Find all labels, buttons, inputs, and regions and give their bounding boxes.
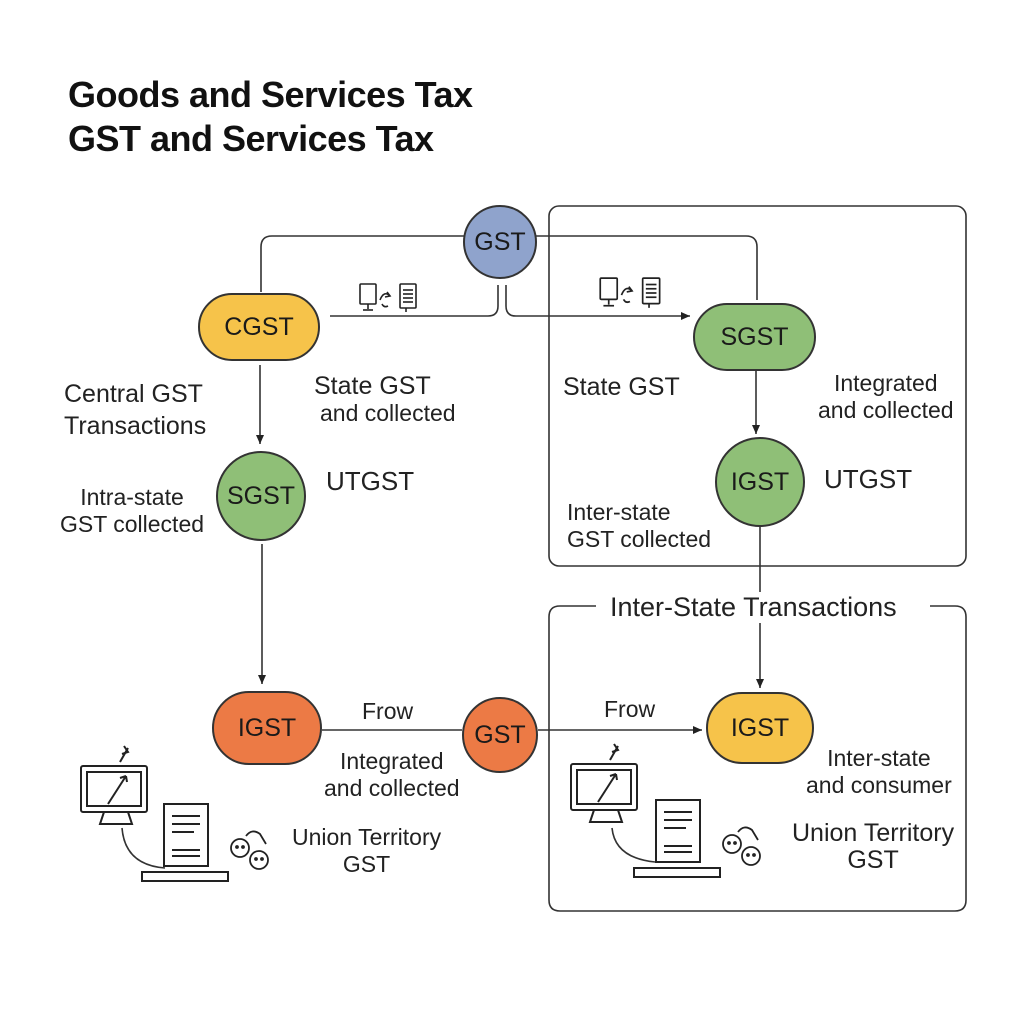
cable-right [611, 827, 656, 863]
label-intra-state: Intra-state GST collected [60, 484, 204, 538]
people-icon [230, 830, 269, 870]
diagram-title-line1: Goods and Services Tax [68, 74, 473, 115]
igst-right-top-node: IGST [715, 437, 805, 527]
label-union-left-line2: GST [342, 851, 391, 877]
document-transfer-icon [599, 277, 661, 308]
label-central-gst-line2: Transactions [64, 412, 207, 440]
connector-gst-right [536, 235, 758, 300]
label-state-gst-left-line1: State GST [314, 372, 431, 400]
connector-gst-cgst [260, 235, 466, 292]
label-integrated-top: Integrated and collected [818, 370, 954, 424]
label-integrated-bottom: Integrated and collected [324, 748, 460, 802]
sgst-right-node: SGST [693, 303, 816, 371]
label-inter-state-bottom-line2: and consumer [806, 772, 952, 798]
label-central-gst-line1: Central GST [64, 380, 203, 408]
label-frow-right: Frow [604, 696, 656, 722]
igst-left-node: IGST [212, 691, 322, 765]
state-frame [548, 205, 967, 567]
label-central-gst: Central GST Transactions [64, 378, 206, 442]
label-union-right-line2: GST [847, 846, 899, 874]
label-integrated-bottom-line1: Integrated [339, 748, 444, 774]
desktop-computer-icon [80, 745, 148, 825]
label-inter-state-top-line2: GST collected [567, 526, 712, 552]
cable-left [121, 827, 166, 869]
label-inter-state-top: Inter-state GST collected [567, 499, 711, 553]
label-integrated-bottom-line2: and collected [324, 775, 460, 801]
cgst-node: CGST [198, 293, 320, 361]
label-state-gst-right: State GST [563, 373, 680, 401]
gst-mid-node: GST [462, 697, 538, 773]
server-tower-icon [633, 799, 721, 878]
label-inter-state-top-line1: Inter-state [567, 499, 671, 525]
connector-gst-sgst-right [505, 285, 690, 320]
label-inter-state-bottom: Inter-state and consumer [806, 745, 952, 799]
label-union-left: Union Territory GST [292, 824, 441, 878]
document-transfer-icon [359, 283, 417, 312]
desktop-computer-icon [570, 743, 638, 823]
label-state-gst-left-line2: and collected [320, 400, 456, 426]
label-intra-state-line1: Intra-state [80, 484, 184, 510]
label-frow-left: Frow [362, 698, 414, 724]
connector-gst-stem-left [330, 285, 499, 317]
label-union-left-line1: Union Territory [292, 824, 442, 850]
label-integrated-top-line1: Integrated [833, 370, 938, 396]
server-tower-icon [141, 803, 229, 882]
label-union-right-line1: Union Territory [792, 819, 955, 847]
label-utgst-right: UTGST [824, 464, 913, 494]
igst-right-bottom-node: IGST [706, 692, 814, 764]
inter-state-frame [548, 605, 967, 912]
label-integrated-top-line2: and collected [818, 397, 954, 423]
people-icon [722, 826, 761, 866]
sgst-left-node: SGST [216, 451, 306, 541]
inter-state-frame-title: Inter-State Transactions [608, 592, 899, 623]
label-utgst-left: UTGST [326, 466, 415, 496]
label-inter-state-bottom-line1: Inter-state [827, 745, 931, 771]
diagram-title-line2: GST and Services Tax [68, 118, 434, 159]
label-state-gst-left: State GST and collected [314, 373, 456, 427]
label-intra-state-line2: GST collected [60, 511, 205, 537]
label-union-right: Union Territory GST [792, 820, 954, 874]
gst-top-node: GST [463, 205, 537, 279]
